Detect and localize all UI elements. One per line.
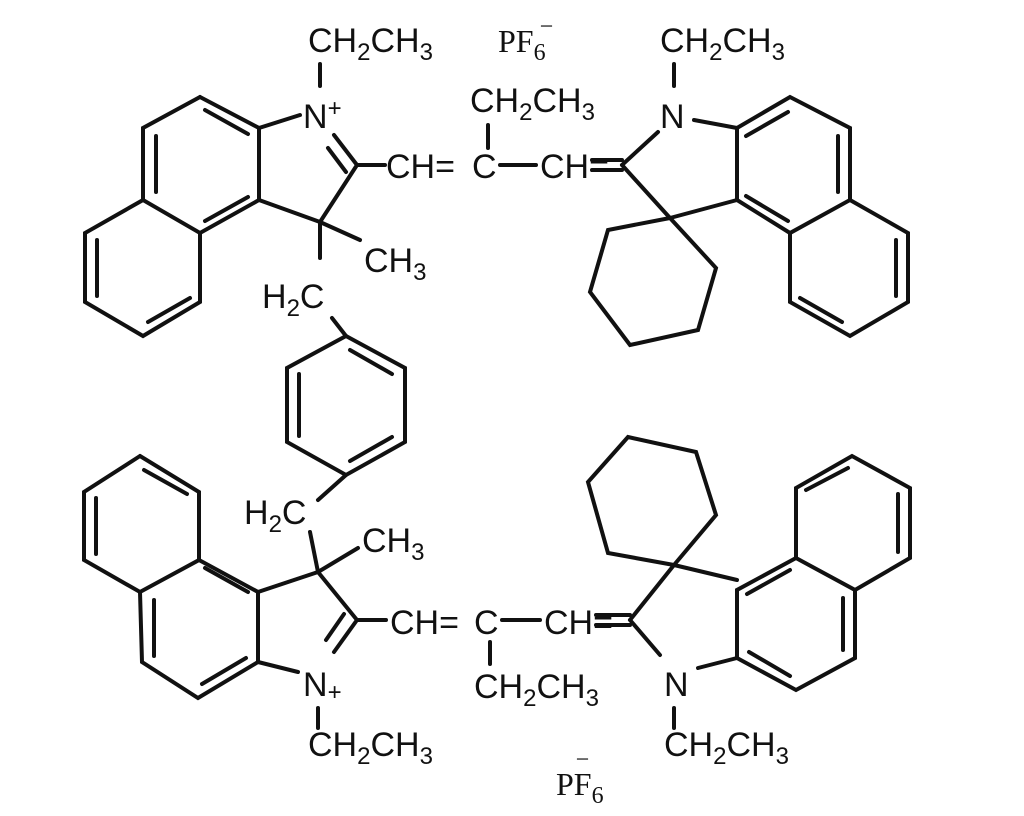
p-xylylene-bridge — [285, 316, 407, 502]
label-ethyl-central-top: CH2CH3 — [470, 82, 595, 126]
label-ch-bottom-2: CH= — [544, 604, 613, 642]
pf6-bottom: PF6− — [556, 747, 604, 809]
label-h2c-bottom: H2C — [244, 494, 306, 538]
label-ch-bottom-1: CH= — [390, 604, 459, 642]
label-ethyl-n-bottom-right: CH2CH3 — [664, 726, 789, 770]
label-methyl-bottom: CH3 — [362, 522, 424, 566]
label-ethyl-n-top-left: CH2CH3 — [308, 22, 433, 66]
label-ethyl-n-top-right: CH2CH3 — [660, 22, 785, 66]
label-ethyl-n-bottom-left: CH2CH3 — [308, 726, 433, 770]
label-c-top: C — [472, 148, 497, 186]
bottom-right-benzindoline — [585, 434, 912, 730]
counterions: PF6− PF6− — [498, 14, 604, 809]
label-ch-top-2: CH= — [540, 148, 609, 186]
label-ch-top-1: CH= — [386, 148, 455, 186]
label-n-plus-top-left: N+ — [303, 95, 342, 136]
top-methine-chain — [486, 123, 624, 172]
label-h2c-top: H2C — [262, 278, 324, 322]
atom-labels: CH2CH3 N+ CH2CH3 CH= C CH= CH2CH3 N CH3 … — [244, 22, 789, 770]
label-c-bottom: C — [474, 604, 499, 642]
bottom-left-benzindolium — [82, 454, 388, 730]
pf6-top: PF6− — [498, 14, 553, 66]
top-left-benzindolium — [83, 62, 387, 339]
label-n-bottom-right: N — [664, 666, 689, 704]
label-ethyl-central-bottom: CH2CH3 — [474, 668, 599, 712]
top-right-benzindoline — [587, 62, 910, 348]
bottom-methine-chain — [488, 613, 632, 666]
label-methyl-top: CH3 — [364, 242, 426, 286]
label-n-plus-bottom-left: N+ — [303, 666, 342, 706]
label-n-top-right: N — [660, 98, 685, 136]
